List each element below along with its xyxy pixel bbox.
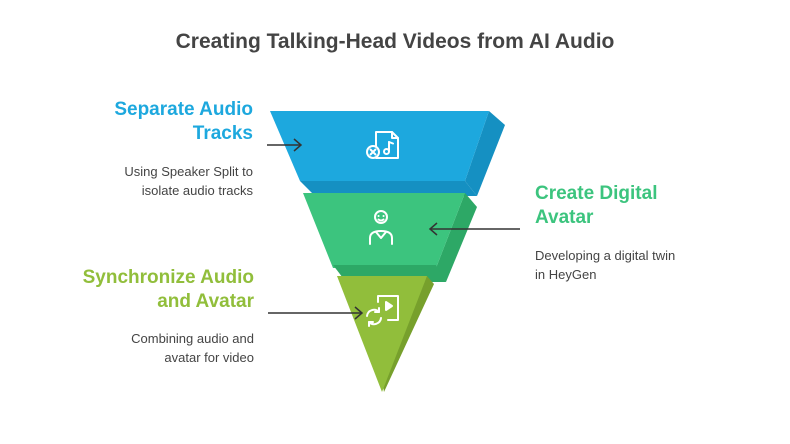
- connector-arrow-2: [428, 222, 520, 236]
- funnel-stage-1: [270, 111, 505, 196]
- avatar-person-icon: [369, 210, 393, 245]
- stage-1-face: [270, 111, 489, 181]
- audio-file-x-icon: [366, 131, 399, 159]
- diagram-title: Creating Talking-Head Videos from AI Aud…: [175, 30, 615, 53]
- stage-3-face: [337, 276, 427, 392]
- sync-video-icon: [366, 295, 399, 327]
- stage-3-title-line2: and Avatar: [157, 291, 254, 312]
- stage-1-title-line1: Separate Audio: [114, 99, 253, 120]
- stage-3-title: Synchronize Audio and Avatar: [40, 266, 254, 314]
- stage-1-desc-line2: isolate audio tracks: [141, 183, 253, 198]
- stage-2-title-line1: Create Digital: [535, 183, 658, 204]
- stage-3-desc-line1: Combining audio and: [131, 331, 254, 346]
- stage-2-title-line2: Avatar: [535, 207, 594, 228]
- funnel-stage-2: [303, 193, 477, 282]
- stage-2-desc-line1: Developing a digital twin: [535, 248, 676, 263]
- stage-3-desc-line2: avatar for video: [164, 350, 254, 365]
- stage-2-side: [436, 193, 477, 282]
- stage-2-title: Create Digital Avatar: [535, 182, 755, 230]
- funnel-stage-3: [337, 276, 434, 392]
- stage-2-description: Developing a digital twin in HeyGen: [535, 246, 755, 284]
- stage-1-desc-line1: Using Speaker Split to: [124, 164, 253, 179]
- stage-3-description: Combining audio and avatar for video: [40, 329, 254, 367]
- stage-1-title: Separate Audio Tracks: [60, 98, 253, 146]
- stage-3-title-line1: Synchronize Audio: [82, 267, 254, 288]
- stage-1-side: [465, 111, 505, 196]
- connector-arrow-1: [267, 138, 303, 152]
- stage-3-side: [382, 276, 434, 392]
- stage-1-bottom: [300, 181, 477, 196]
- stage-1-title-line2: Tracks: [192, 123, 253, 144]
- stage-2-desc-line2: in HeyGen: [535, 267, 597, 282]
- connector-arrow-3: [268, 306, 364, 320]
- stage-1-description: Using Speaker Split to isolate audio tra…: [60, 162, 253, 200]
